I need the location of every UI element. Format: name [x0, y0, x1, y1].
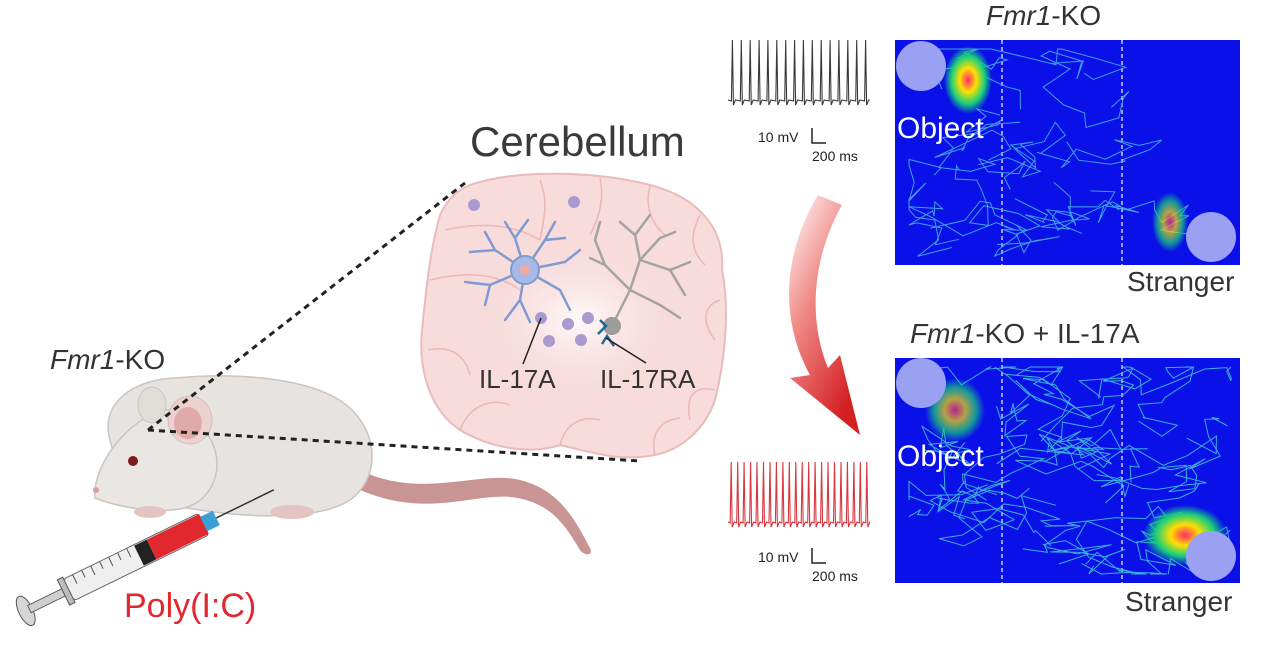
exploration-track — [1005, 366, 1116, 442]
exploration-track — [1014, 198, 1090, 234]
trace-bottom-scale-voltage: 10 mV — [758, 549, 799, 565]
stellate-nucleus — [520, 265, 530, 275]
il17ra-leader — [605, 337, 647, 364]
mouse-eye — [128, 456, 138, 466]
exploration-track — [961, 434, 1046, 501]
exploration-track — [1098, 366, 1232, 399]
trace-bottom-scalebar — [811, 548, 826, 564]
mouse-ear-inner — [174, 407, 202, 439]
purkinje-neuron — [588, 213, 692, 328]
exploration-track — [908, 158, 952, 257]
trace-bottom — [727, 461, 871, 564]
exploration-track — [938, 487, 1057, 547]
exploration-track — [930, 200, 1060, 258]
heatmap-top-hotspot-stranger — [1152, 192, 1188, 252]
syringe-plunger-rod — [26, 587, 68, 614]
heatmap-bottom-title-italic: Fmr1 — [910, 318, 976, 349]
heatmap-bottom-title: Fmr1-KO + IL-17A — [910, 318, 1140, 350]
il17a-leader — [522, 317, 542, 365]
zoom-line-upper — [147, 181, 466, 432]
heatmap-bottom-title-suffix: -KO + IL-17A — [975, 318, 1140, 349]
exploration-track — [1036, 139, 1163, 169]
mouse-ear-back — [137, 386, 167, 424]
mouse-nose — [93, 487, 99, 493]
il17ra-label: IL-17RA — [600, 364, 696, 394]
stellate-neuron — [463, 218, 582, 324]
heatmap-bottom-stranger-cup — [1186, 531, 1236, 581]
cerebellum-illustration — [420, 172, 727, 459]
exploration-track — [1040, 50, 1130, 129]
exploration-track — [1038, 433, 1217, 469]
heatmap-top-stranger-cup — [1186, 212, 1236, 262]
exploration-track — [978, 121, 1067, 178]
trace-bottom-signal — [727, 461, 871, 528]
heatmap-bottom-object-cup — [896, 358, 946, 408]
heatmap-top-object-cup — [896, 41, 946, 91]
heatmap-top-title: Fmr1-KO — [986, 0, 1101, 32]
zoom-line-lower — [147, 428, 641, 463]
mouse-genotype-italic: Fmr1 — [50, 344, 116, 375]
trace-top-scale-voltage: 10 mV — [758, 129, 799, 145]
mouse-tail — [360, 470, 591, 555]
exploration-track — [1053, 181, 1140, 226]
heatmap-bottom-object-label: Object — [897, 440, 984, 473]
exploration-track — [962, 479, 1052, 547]
mouse-back-foot — [270, 505, 314, 519]
exploration-track — [954, 164, 1042, 254]
heatmap-top-tracks — [908, 48, 1191, 258]
exploration-track — [1137, 366, 1195, 437]
mouse-genotype-suffix: -KO — [115, 344, 166, 375]
exploration-track — [1042, 540, 1126, 575]
exploration-track — [1096, 417, 1228, 491]
syringe-illustration — [15, 489, 275, 627]
heatmap-top-title-italic: Fmr1 — [986, 0, 1052, 31]
syringe-hub — [200, 510, 220, 532]
cerebellum-title: Cerebellum — [470, 118, 685, 165]
exploration-track — [1040, 367, 1135, 442]
heatmap-top-title-suffix: -KO — [1051, 0, 1102, 31]
exploration-track — [908, 480, 988, 518]
heatmap-bottom — [895, 358, 1240, 583]
il17a-dots — [468, 196, 594, 347]
exploration-track — [1075, 520, 1165, 575]
exploration-track — [920, 424, 971, 466]
trace-top-scale-time: 200 ms — [812, 148, 858, 164]
il17ra-receptor — [597, 319, 616, 347]
syringe-stopper — [134, 539, 157, 566]
injection-label: Poly(I:C) — [124, 587, 257, 625]
exploration-track — [1081, 541, 1184, 575]
heatmap-top-stranger-label: Stranger — [1127, 266, 1235, 297]
heatmap-top-object-label: Object — [897, 112, 984, 145]
il17a-label: IL-17A — [479, 364, 556, 394]
syringe-needle — [215, 489, 275, 519]
exploration-track — [996, 379, 1056, 437]
zoom-lines — [147, 181, 641, 463]
exploration-track — [996, 430, 1121, 482]
exploration-track — [929, 494, 1078, 527]
syringe-liquid — [146, 514, 209, 560]
heatmap-top — [895, 40, 1240, 265]
trace-top — [727, 39, 870, 144]
exploration-track — [1015, 438, 1125, 504]
heatmap-bottom-stranger-label: Stranger — [1125, 586, 1233, 617]
mouse-genotype-label: Fmr1-KO — [50, 344, 165, 376]
exploration-track — [934, 108, 1012, 161]
exploration-track — [938, 121, 1026, 190]
exploration-track — [908, 200, 1017, 246]
curved-arrow — [789, 195, 860, 435]
exploration-track — [994, 366, 1092, 454]
mouse-illustration — [93, 375, 591, 555]
mouse-front-foot — [134, 506, 166, 518]
purkinje-soma — [603, 317, 621, 335]
trace-top-signal — [727, 39, 870, 106]
trace-top-scalebar — [811, 128, 826, 144]
trace-bottom-scale-time: 200 ms — [812, 568, 858, 584]
heatmap-top-hotspot-object — [944, 46, 992, 114]
